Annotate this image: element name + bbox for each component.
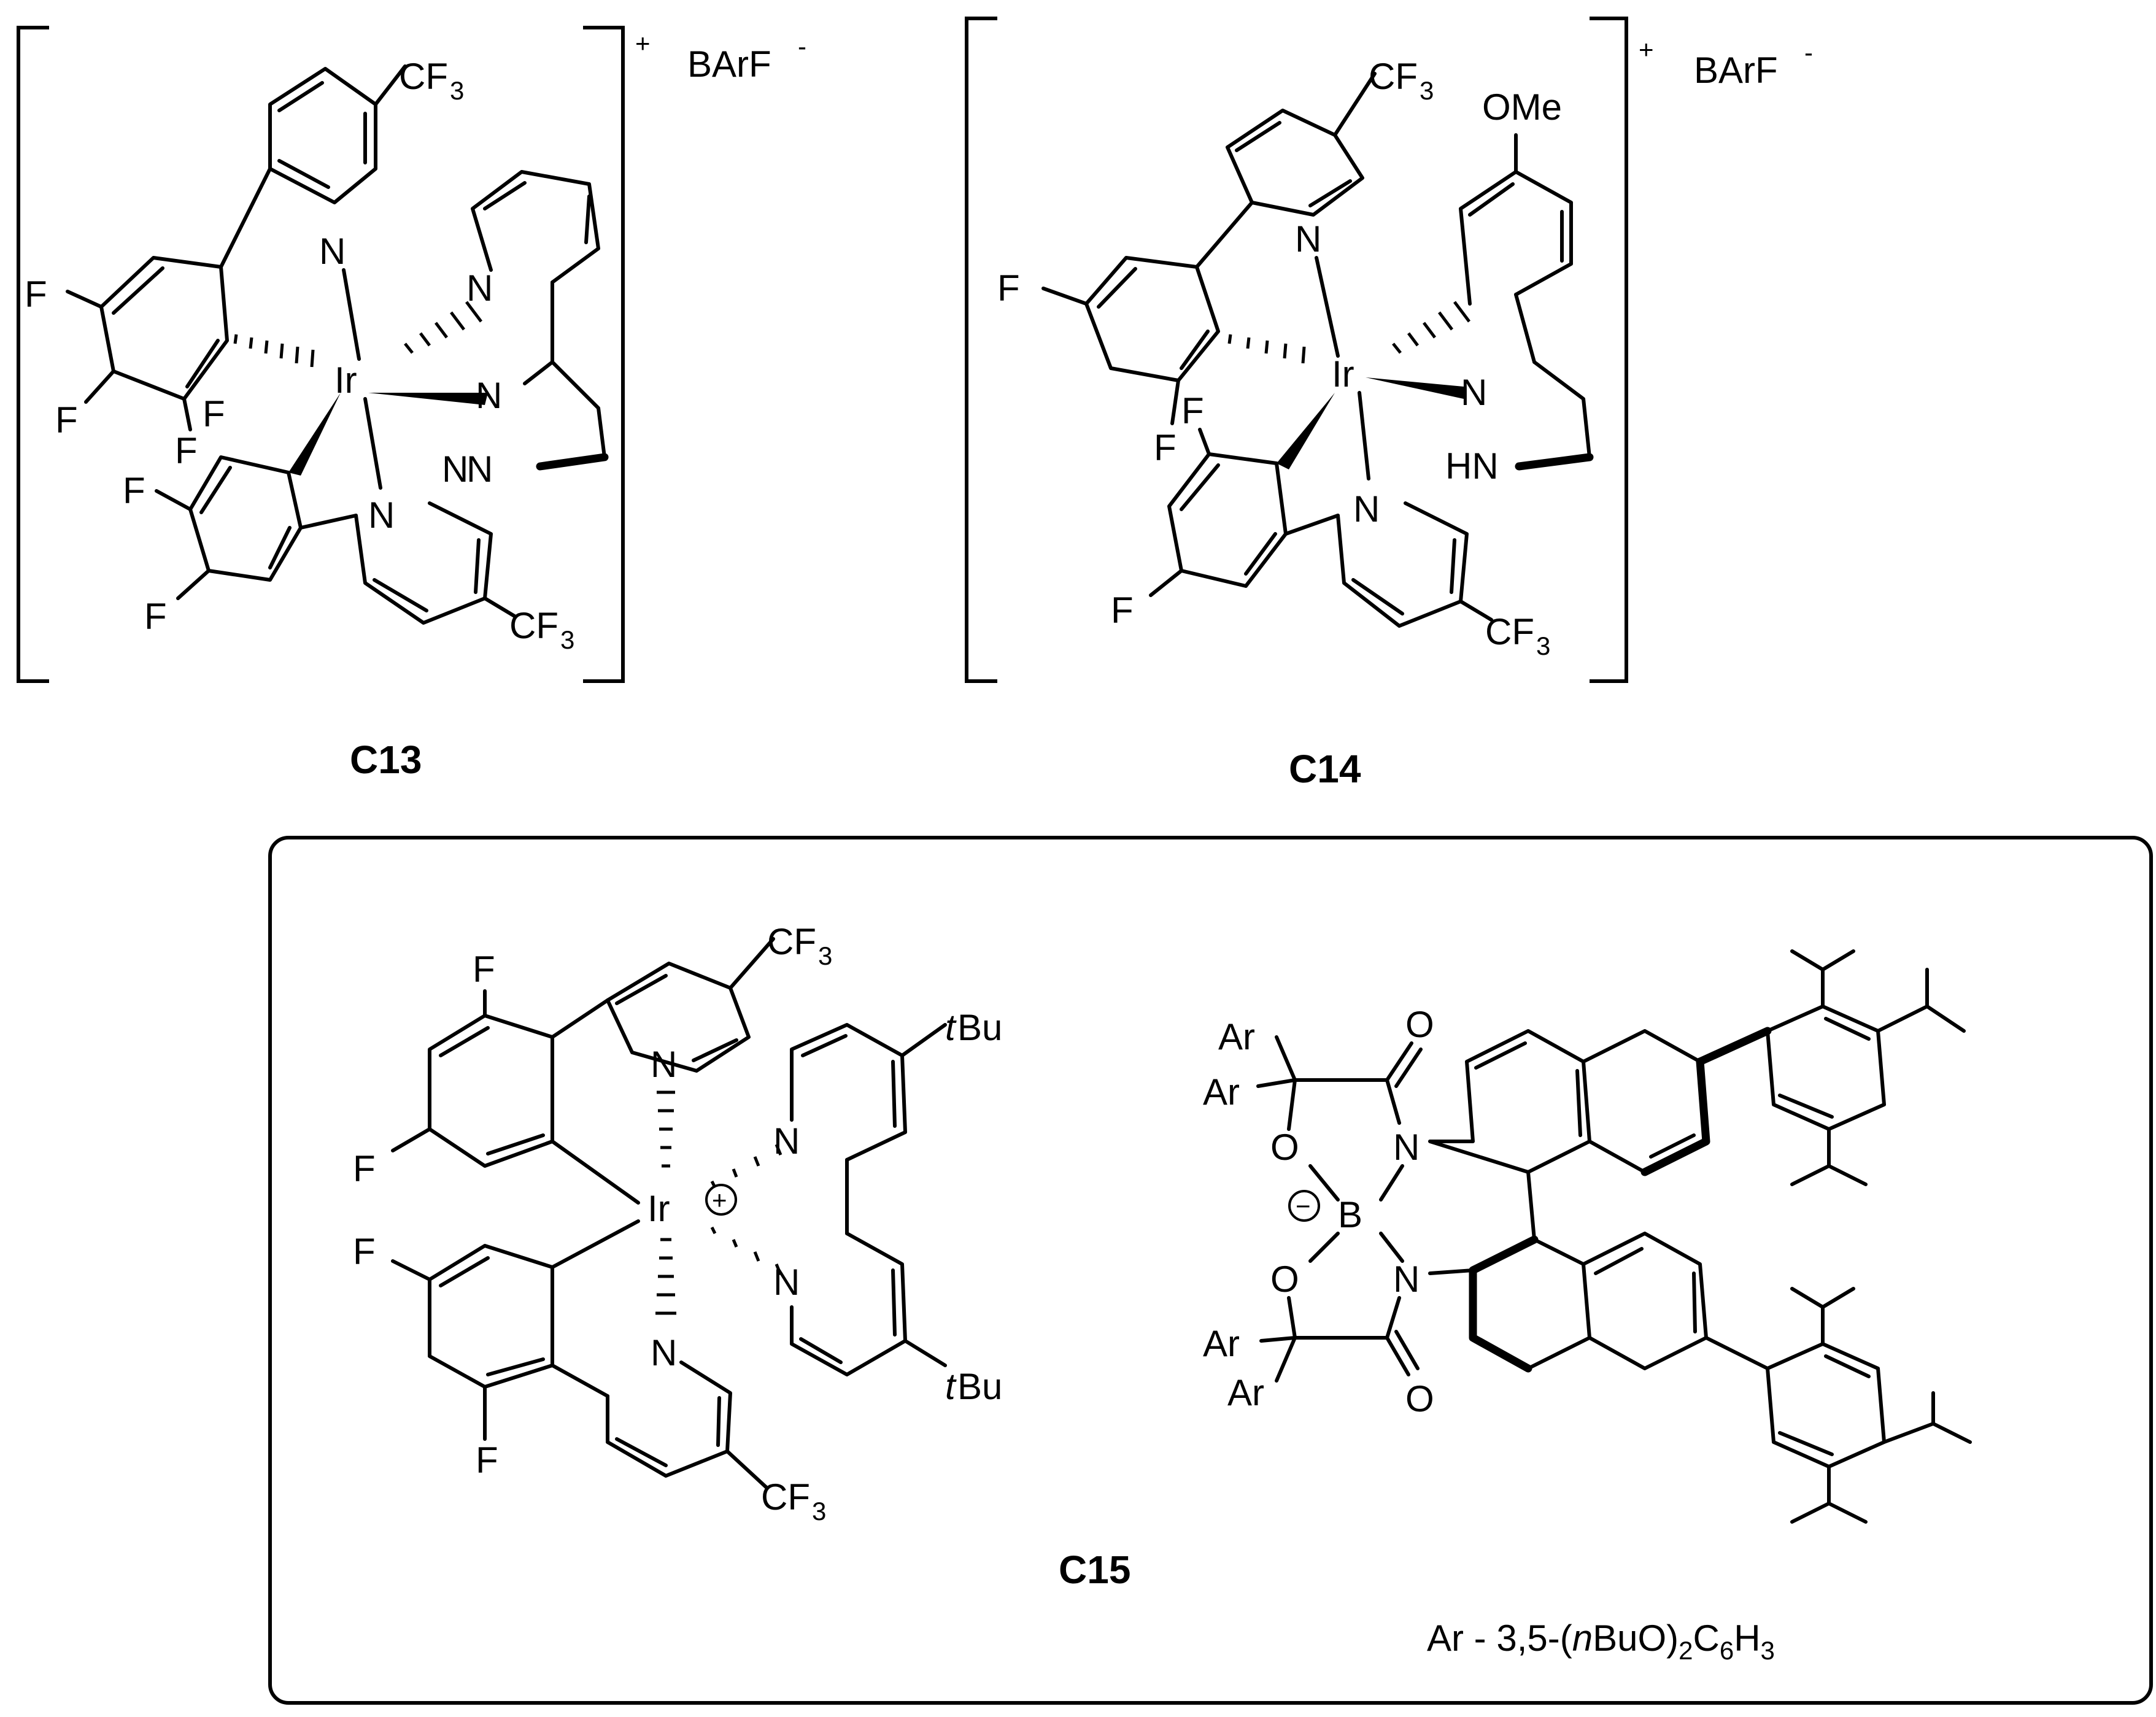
left-bracket	[965, 17, 997, 683]
svg-text:F: F	[123, 470, 145, 511]
svg-text:N: N	[1393, 1127, 1420, 1168]
svg-text:3: 3	[450, 76, 464, 105]
svg-text:F: F	[1154, 427, 1177, 468]
cation-charge: +	[635, 29, 651, 58]
svg-text:O: O	[1405, 1378, 1434, 1419]
svg-text:F: F	[476, 1440, 498, 1481]
svg-text:F: F	[55, 399, 78, 441]
phenyl-ring-bottom	[188, 455, 303, 582]
svg-text:N: N	[1353, 488, 1380, 530]
right-bracket	[1590, 17, 1628, 683]
svg-text:CF: CF	[1369, 56, 1418, 97]
compound-c13: + BArF - CF 3 N F F F Ir N	[17, 26, 806, 782]
nitrogen-label: N	[319, 231, 346, 272]
svg-text:3: 3	[818, 941, 832, 970]
svg-text:N: N	[1461, 372, 1487, 413]
svg-text:N: N	[1295, 218, 1321, 260]
counterion-charge: -	[798, 32, 806, 61]
svg-text:O: O	[1270, 1259, 1299, 1300]
svg-text:N: N	[651, 1332, 677, 1373]
svg-text:3: 3	[1536, 631, 1550, 660]
svg-text:N: N	[1393, 1259, 1420, 1300]
svg-text:CF: CF	[767, 921, 816, 962]
compound-label-c15: C15	[1059, 1548, 1130, 1592]
svg-text:Ir: Ir	[647, 1188, 670, 1229]
svg-text:Bu: Bu	[957, 1366, 1002, 1407]
svg-text:Ar: Ar	[1218, 1016, 1255, 1057]
compound-c14: + BArF - CF 3 N F F Ir OMe N HN	[965, 17, 1813, 791]
counterion-label: BArF	[1694, 50, 1778, 91]
svg-text:F: F	[997, 268, 1020, 309]
svg-text:+: +	[712, 1186, 727, 1214]
pyridine-ring-bottom	[354, 501, 493, 625]
svg-text:N: N	[773, 1262, 800, 1303]
svg-text:Ar: Ar	[1203, 1323, 1240, 1364]
svg-text:HN: HN	[1445, 446, 1499, 487]
svg-text:CF: CF	[509, 605, 558, 646]
svg-text:F: F	[1111, 590, 1134, 631]
svg-text:Bu: Bu	[957, 1007, 1002, 1048]
svg-text:CF: CF	[399, 56, 448, 97]
svg-text:N: N	[442, 449, 468, 490]
svg-text:N: N	[466, 449, 493, 490]
c15-borate-anion: Ar Ar O O N − B O N Ar Ar O	[1203, 949, 1972, 1524]
svg-text:F: F	[473, 949, 495, 990]
cation-charge: +	[1639, 35, 1654, 64]
svg-text:Ir: Ir	[1332, 353, 1354, 395]
svg-text:O: O	[1405, 1004, 1434, 1045]
svg-text:F: F	[203, 393, 225, 434]
svg-text:Ar: Ar	[1227, 1372, 1264, 1413]
svg-text:B: B	[1338, 1194, 1362, 1235]
c15-frame	[268, 836, 2153, 1705]
right-bracket	[583, 26, 625, 683]
counterion-charge: -	[1804, 38, 1813, 67]
compound-label-c13: C13	[350, 738, 422, 782]
left-bracket	[17, 26, 49, 683]
svg-text:F: F	[25, 274, 47, 315]
pyridine-ring-right	[471, 170, 600, 284]
svg-text:F: F	[175, 430, 198, 471]
hashed-bonds	[233, 301, 482, 368]
svg-text:t: t	[945, 1007, 957, 1048]
compound-label-c14: C14	[1289, 747, 1361, 791]
svg-text:3: 3	[1420, 76, 1434, 105]
counterion-label: BArF	[687, 44, 771, 85]
svg-text:3: 3	[812, 1497, 826, 1526]
svg-text:O: O	[1270, 1127, 1299, 1168]
aryl-definition-footnote: Ar - 3,5-(nBuO)2C6H3	[1427, 1618, 1775, 1665]
c15-iridium-cation: CF 3 N F F Ir + N N	[353, 921, 1002, 1526]
svg-text:t: t	[945, 1366, 957, 1407]
phenyl-ring-top	[99, 256, 229, 401]
svg-text:CF: CF	[761, 1476, 810, 1518]
svg-text:N: N	[466, 268, 493, 309]
svg-text:F: F	[353, 1148, 376, 1189]
compound-c15: CF 3 N F F Ir + N N	[268, 836, 2153, 1705]
svg-text:CF: CF	[1485, 611, 1534, 652]
iridium-label: Ir	[334, 360, 357, 401]
svg-text:N: N	[476, 375, 502, 416]
svg-text:Ar: Ar	[1203, 1071, 1240, 1113]
svg-text:−: −	[1296, 1192, 1311, 1221]
wedge-bond	[368, 393, 488, 405]
svg-text:F: F	[144, 596, 167, 637]
ring-double-bonds	[277, 81, 367, 189]
svg-text:N: N	[651, 1044, 677, 1085]
svg-text:F: F	[1181, 390, 1204, 431]
svg-text:F: F	[353, 1231, 376, 1272]
svg-text:N: N	[368, 495, 395, 536]
svg-text:OMe: OMe	[1482, 87, 1562, 128]
svg-text:N: N	[773, 1121, 800, 1162]
wedge-bond	[288, 393, 341, 476]
svg-text:3: 3	[560, 625, 574, 654]
